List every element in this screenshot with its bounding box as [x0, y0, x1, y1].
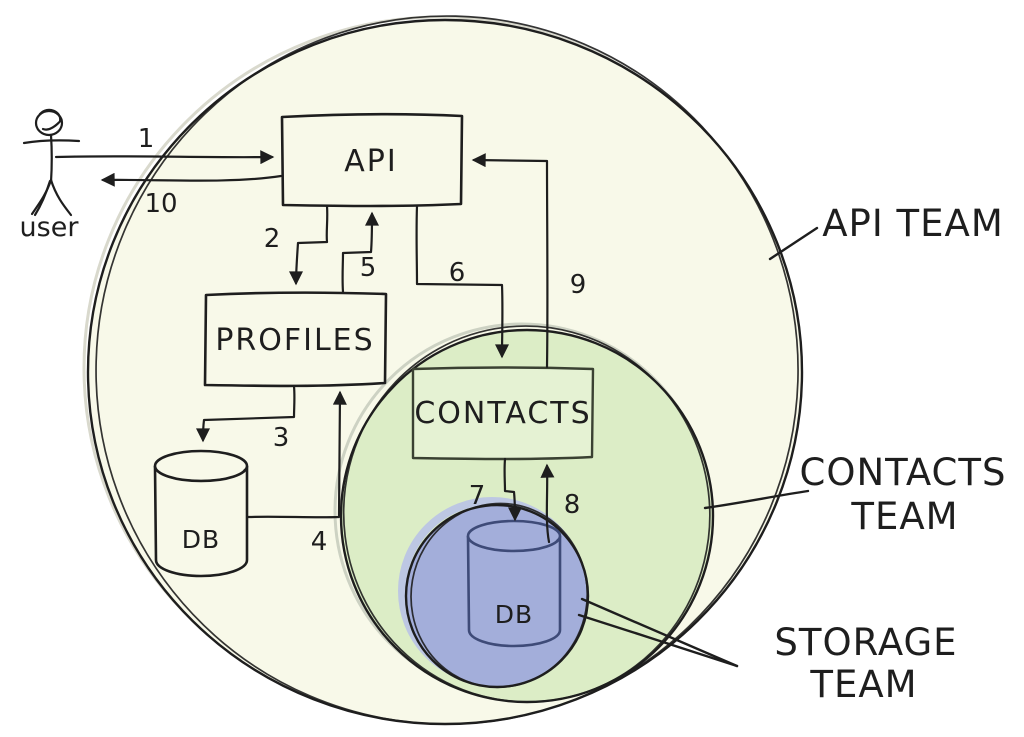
profiles-database-icon: DB	[153, 449, 249, 578]
flow-arrow-6	[415, 204, 510, 359]
user-label: user	[20, 212, 80, 243]
api-team-label: API TEAM	[822, 202, 1004, 245]
flow-arrow-7	[503, 457, 522, 522]
flow-arrow-9	[471, 153, 549, 369]
profiles-database-rim-sketch	[156, 468, 246, 482]
flow-arrow-3	[196, 384, 296, 443]
flow-step-9: 9	[570, 270, 587, 300]
user-head-scribble	[38, 108, 63, 131]
profiles-node: PROFILES	[203, 291, 388, 388]
api-team-pointer-line	[768, 226, 819, 261]
contacts-team-pointer-line	[703, 489, 810, 510]
flow-step-3: 3	[273, 423, 290, 453]
flow-arrow-10	[100, 172, 283, 187]
api-node-label: API	[344, 144, 397, 179]
flow-step-2: 2	[264, 224, 281, 254]
user-icon	[22, 108, 81, 217]
user-arms	[22, 139, 81, 145]
storage-database-label: DB	[495, 600, 533, 629]
storage-team-pointer-line	[580, 597, 739, 668]
svg-text:STORAGE: STORAGE	[774, 621, 957, 664]
flow-step-7: 7	[469, 481, 486, 511]
flow-arrow-4	[246, 390, 347, 519]
flow-step-1: 1	[138, 124, 155, 154]
profiles-node-label: PROFILES	[215, 323, 374, 358]
storage-team-label: STORAGE TEAM	[774, 621, 957, 706]
contacts-team-circle-sketch-stroke	[342, 325, 711, 703]
flow-arrow-5	[341, 211, 379, 294]
flow-arrow-1	[54, 150, 275, 165]
storage-database-rim-sketch	[469, 538, 559, 552]
api-team-circle-sketch-stroke	[95, 15, 799, 725]
flow-step-6: 6	[449, 258, 466, 288]
svg-text:TEAM: TEAM	[850, 495, 958, 538]
profiles-database-label: DB	[182, 525, 220, 554]
flow-arrow-2	[289, 204, 329, 286]
contacts-team-label: CONTACTS TEAM	[800, 451, 1007, 538]
flow-step-labels: 1 2 3 4 5 6 7 8 9 10	[138, 124, 587, 557]
flow-step-5: 5	[360, 253, 377, 283]
contacts-node: CONTACTS	[411, 366, 595, 461]
api-node: API	[280, 112, 464, 208]
flow-step-10: 10	[144, 189, 177, 219]
contacts-node-label: CONTACTS	[414, 396, 591, 431]
user-body	[49, 133, 53, 184]
user-right-leg	[49, 178, 73, 217]
flow-arrow-8	[540, 463, 555, 544]
flow-step-8: 8	[564, 490, 581, 520]
svg-text:TEAM: TEAM	[809, 663, 917, 706]
svg-text:CONTACTS: CONTACTS	[800, 451, 1007, 494]
storage-database-icon: DB	[466, 519, 562, 648]
flow-step-4: 4	[311, 527, 328, 557]
